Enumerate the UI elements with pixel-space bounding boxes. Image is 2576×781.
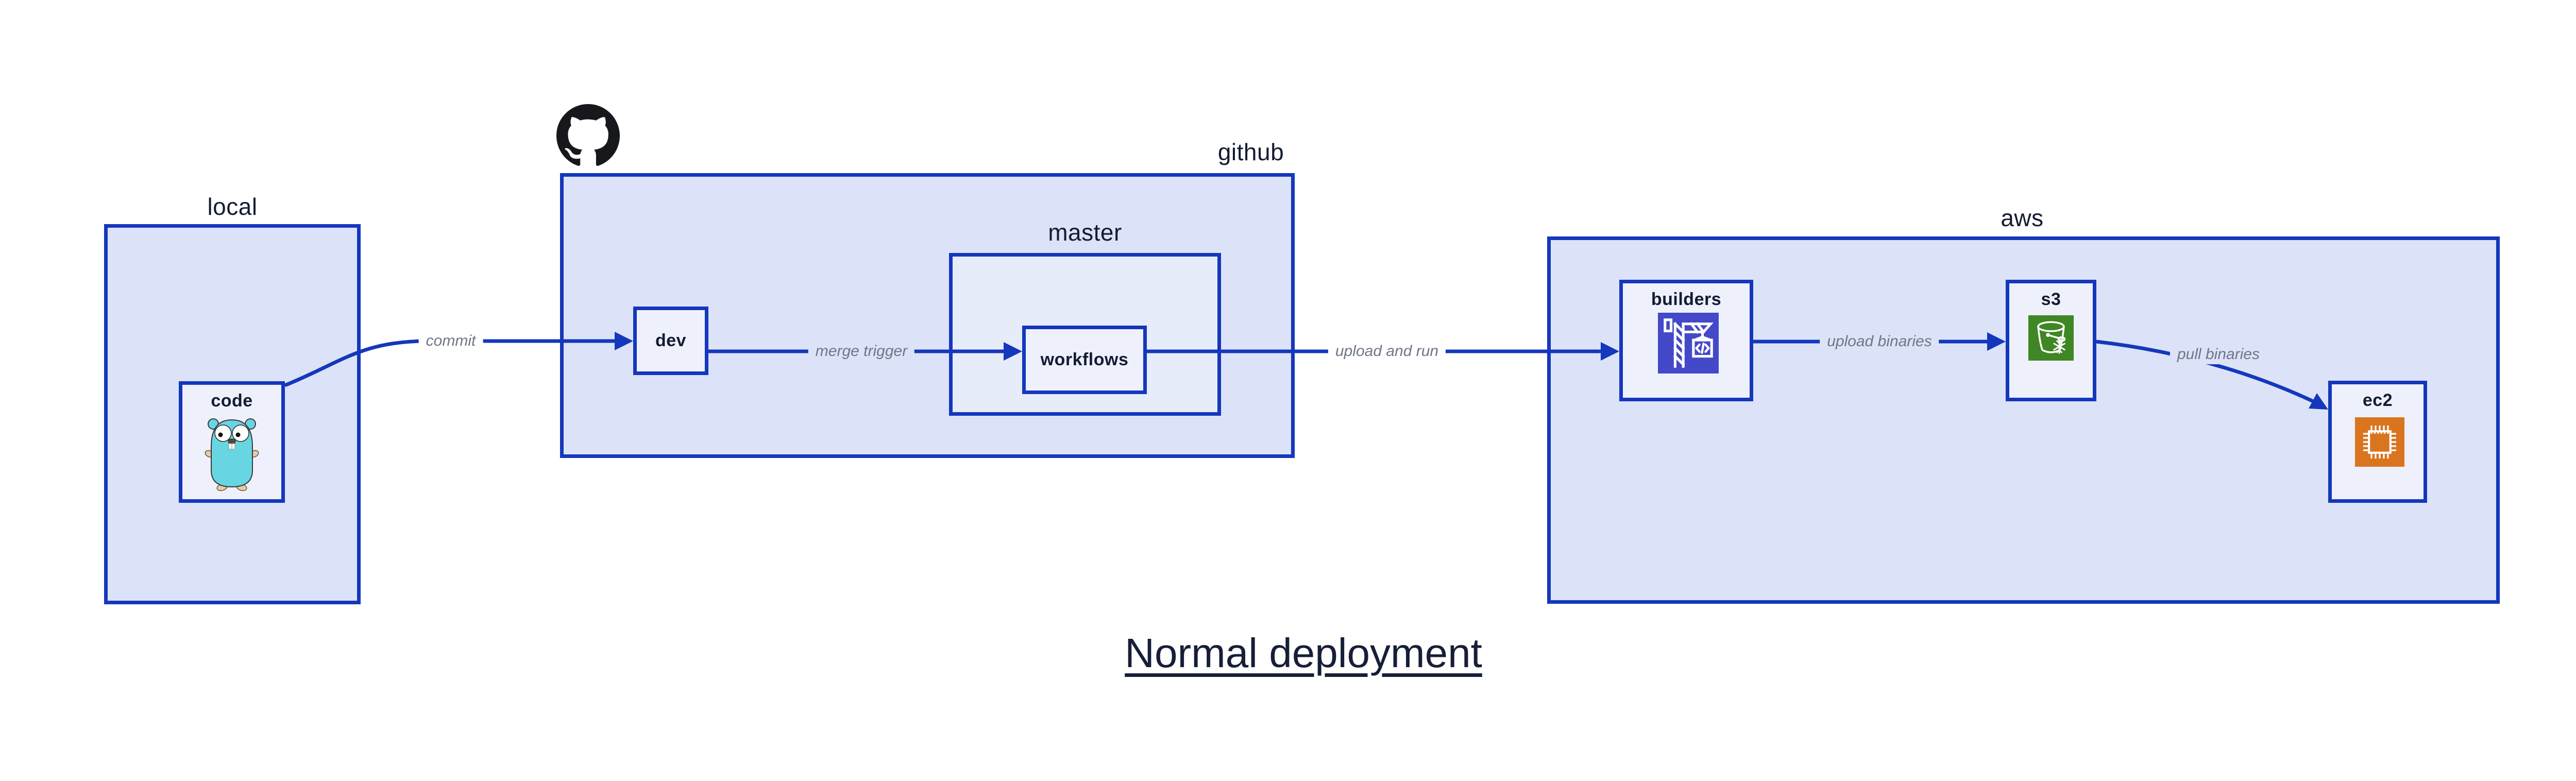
edge-label-upload-binaries: upload binaries [1820, 332, 1939, 351]
go-gopher-icon [205, 418, 259, 491]
node-dev-label: dev [655, 331, 687, 350]
crane-codebuild-icon [1658, 313, 1719, 373]
edge-label-merge-trigger: merge trigger [808, 342, 915, 361]
ec2-chip-icon [2355, 417, 2404, 467]
container-label-master: master [1048, 219, 1122, 246]
node-builders-label: builders [1651, 290, 1722, 309]
edge-label-pull-binaries: pull binaries [2170, 345, 2267, 364]
node-code: code [179, 381, 285, 503]
github-octocat-icon [556, 104, 620, 166]
s3-bucket-icon [2028, 315, 2074, 361]
edge-label-commit: commit [418, 331, 483, 351]
container-label-local: local [207, 193, 258, 220]
diagram-title: Normal deployment [1125, 630, 1482, 676]
node-s3: s3 [2006, 280, 2096, 401]
node-workflows-label: workflows [1040, 350, 1129, 369]
node-s3-label: s3 [2041, 290, 2061, 309]
node-builders: builders [1619, 280, 1753, 401]
node-code-label: code [211, 391, 253, 411]
container-label-aws: aws [2001, 205, 2044, 231]
container-label-github: github [1217, 139, 1284, 165]
node-ec2-label: ec2 [2362, 390, 2393, 410]
node-ec2: ec2 [2328, 381, 2427, 503]
node-dev: dev [633, 307, 708, 375]
edge-label-upload-and-run: upload and run [1328, 342, 1446, 361]
node-workflows: workflows [1022, 326, 1147, 394]
